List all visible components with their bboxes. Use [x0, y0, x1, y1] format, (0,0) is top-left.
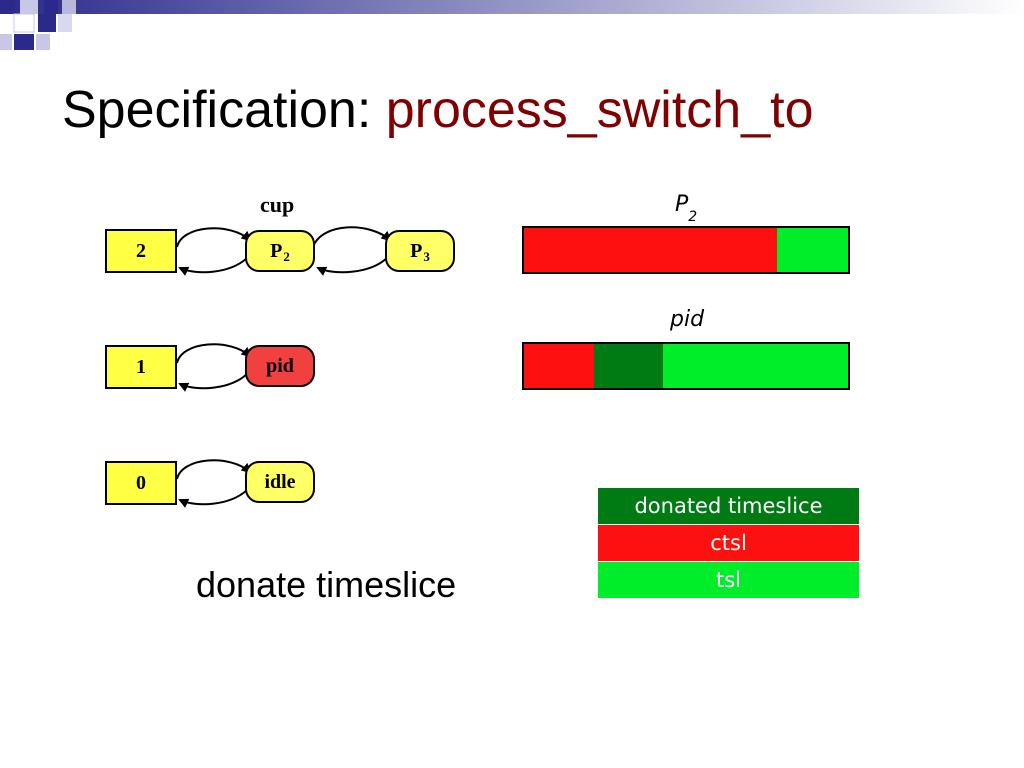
legend-label: ctsl: [710, 531, 747, 555]
process-idle: idle: [245, 461, 315, 503]
segment-ctsl: [524, 344, 594, 388]
arrow-p3-to-p2: [316, 254, 391, 276]
segment-ctsl: [524, 228, 777, 272]
queue-priority-label: 1: [136, 355, 146, 378]
process-name: idle: [264, 470, 296, 493]
process-name: P: [270, 239, 283, 262]
segment-donated: [593, 344, 664, 388]
process-subscript: 3: [423, 249, 430, 264]
deco-square: [44, 0, 58, 14]
queue-priority-0: 0: [105, 461, 177, 505]
queue-priority-label: 0: [136, 471, 146, 494]
arrow-queue1-to-pid: [176, 343, 252, 364]
legend-tsl: tsl: [598, 562, 859, 599]
bar-label-text: pid: [670, 307, 705, 332]
process-name: P: [410, 239, 423, 262]
top-gradient-bar: [0, 0, 1024, 14]
legend-ctsl: ctsl: [598, 525, 859, 562]
process-subscript: 2: [283, 249, 290, 264]
timeslice-bar-pid: [522, 342, 850, 390]
arrow-p2-to-queue2: [178, 254, 251, 276]
title-prefix: Specification:: [62, 81, 386, 139]
deco-square: [58, 14, 72, 32]
arrow-p2-to-p3: [312, 226, 392, 248]
process-name: pid: [266, 354, 294, 377]
corner-decoration: [0, 0, 1024, 50]
bar-label-p2: P2: [675, 192, 697, 225]
arrow-idle-to-queue0: [178, 486, 251, 508]
timeslice-bar-p2: [522, 226, 850, 274]
legend-label: donated timeslice: [634, 494, 823, 518]
arrow-pid-to-queue1: [178, 370, 251, 392]
deco-square: [20, 0, 38, 14]
bar-label-pid: pid: [670, 307, 704, 332]
deco-square: [0, 34, 12, 50]
deco-square: [13, 13, 35, 33]
timeslice-legend: donated timeslice ctsl tsl: [598, 488, 859, 599]
caption-donate-timeslice: donate timeslice: [196, 564, 457, 605]
legend-donated-timeslice: donated timeslice: [598, 488, 859, 525]
legend-label: tsl: [715, 568, 741, 592]
deco-square: [62, 0, 76, 14]
queue-priority-1: 1: [105, 345, 177, 389]
bar-label-text: P: [675, 192, 689, 217]
queue-priority-label: 2: [136, 239, 146, 262]
queue-priority-2: 2: [105, 229, 177, 273]
deco-square: [38, 14, 56, 32]
arrow-queue0-to-idle: [176, 459, 252, 480]
process-pid: pid: [245, 345, 315, 387]
title-function-name: process_switch_to: [385, 81, 814, 139]
page-title: Specification: process_switch_to: [62, 78, 814, 142]
segment-tsl: [776, 228, 848, 272]
cup-label: cup: [260, 192, 295, 217]
deco-square: [36, 34, 50, 50]
arrow-queue2-to-p2: [176, 227, 252, 248]
deco-square: [14, 34, 34, 50]
segment-tsl: [663, 344, 848, 388]
bar-label-subscript: 2: [688, 209, 698, 226]
deco-square: [0, 0, 14, 14]
